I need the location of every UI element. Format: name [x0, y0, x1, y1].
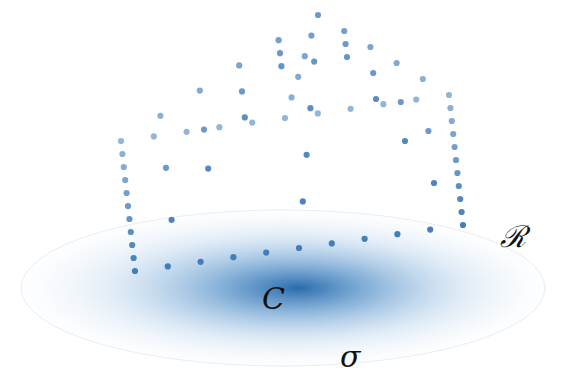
sample-dot: [282, 115, 288, 121]
sample-dot: [121, 164, 127, 170]
sample-dot: [413, 97, 419, 103]
sample-dots: [118, 12, 466, 274]
sample-dot: [184, 129, 190, 135]
sample-dot: [446, 92, 452, 98]
sample-dot: [300, 198, 306, 204]
sample-dot: [308, 33, 314, 39]
sample-dot: [454, 170, 460, 176]
sample-dot: [370, 70, 376, 76]
sample-dot: [131, 255, 137, 261]
region-label: ℛ: [500, 222, 526, 252]
sample-dot: [151, 133, 157, 139]
sample-dot: [398, 99, 404, 105]
sample-dot: [249, 120, 255, 126]
sample-dot: [296, 245, 302, 251]
sample-dot: [453, 157, 459, 163]
sample-dot: [420, 76, 426, 82]
sample-dot: [348, 106, 354, 112]
sample-dot: [394, 231, 400, 237]
sample-dot: [216, 124, 222, 130]
sample-dot: [315, 12, 321, 18]
sample-dot: [289, 94, 295, 100]
sample-dot: [452, 144, 458, 150]
sample-dot: [277, 50, 283, 56]
sample-dot: [169, 217, 175, 223]
sample-dot: [205, 166, 211, 172]
sample-dot: [344, 54, 350, 60]
sample-dot: [125, 203, 131, 209]
sample-dot: [124, 190, 130, 196]
sample-dot: [343, 41, 349, 47]
sample-dot: [119, 151, 125, 157]
sample-dot: [460, 222, 466, 228]
sample-dot: [450, 131, 456, 137]
sample-dot: [394, 60, 400, 66]
sample-dot: [304, 152, 310, 158]
sample-dot: [163, 165, 169, 171]
sample-dot: [302, 53, 308, 59]
sample-dot: [276, 37, 282, 43]
sample-dot: [263, 250, 269, 256]
gaussian-disk: [21, 210, 545, 366]
sample-dot: [425, 128, 431, 134]
sample-dot: [402, 138, 408, 144]
sample-dot: [198, 259, 204, 265]
sample-dot: [362, 236, 368, 242]
sample-dot: [380, 101, 386, 107]
sample-dot: [456, 183, 462, 189]
sample-dot: [295, 74, 301, 80]
sample-dot: [236, 62, 242, 68]
sample-dot: [449, 118, 455, 124]
sigma-label: σ: [340, 342, 360, 372]
sample-dot: [197, 88, 203, 94]
sample-dot: [311, 59, 317, 65]
sample-dot: [431, 180, 437, 186]
sample-dot: [132, 268, 138, 274]
sample-dot: [367, 44, 373, 50]
sample-dot: [242, 114, 248, 120]
sample-dot: [165, 263, 171, 269]
sample-dot: [341, 28, 347, 34]
sample-dot: [129, 242, 135, 248]
sample-dot: [427, 227, 433, 233]
sample-dot: [239, 88, 245, 94]
sample-dot: [315, 110, 321, 116]
sample-dot: [230, 254, 236, 260]
sample-dot: [307, 105, 313, 111]
sample-dot: [157, 113, 163, 119]
sample-dot: [118, 138, 124, 144]
sample-dot: [459, 209, 465, 215]
sample-dot: [457, 196, 463, 202]
sample-dot: [122, 177, 128, 183]
sample-dot: [447, 105, 453, 111]
sample-dot: [128, 229, 134, 235]
sample-dot: [126, 216, 132, 222]
center-label: C: [262, 284, 285, 314]
sample-dot: [373, 96, 379, 102]
sample-dot: [201, 127, 207, 133]
sample-dot: [329, 240, 335, 246]
sample-dot: [278, 63, 284, 69]
